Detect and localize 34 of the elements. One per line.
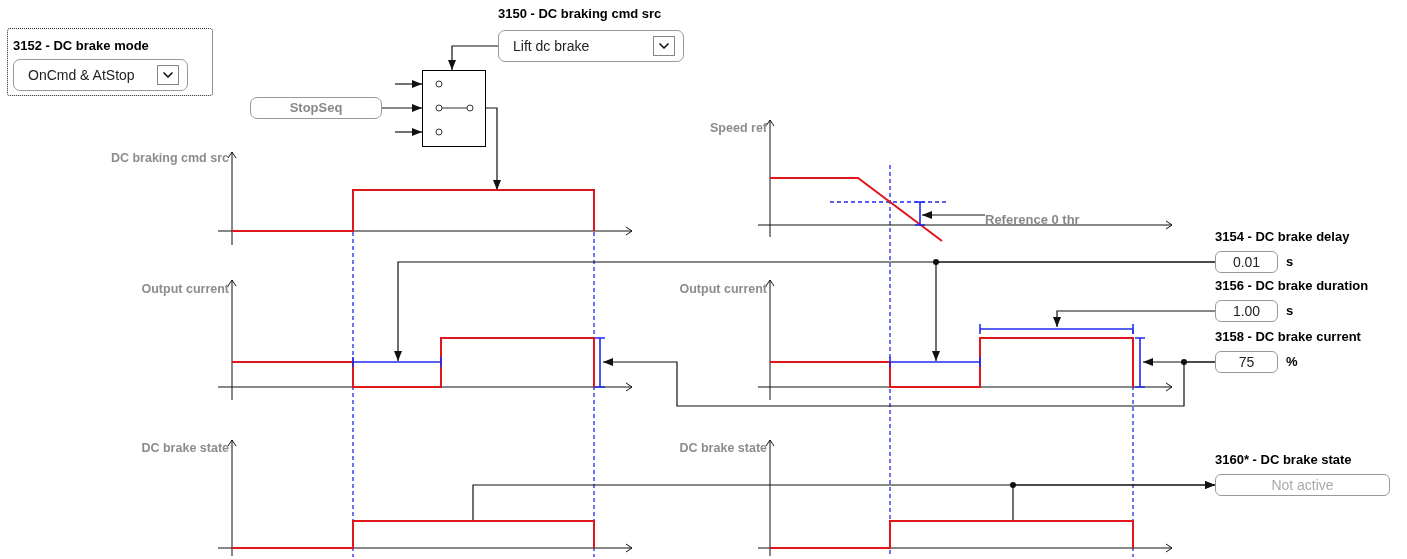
arrow (921, 211, 986, 219)
selected-value: OnCmd & AtStop (28, 65, 135, 85)
parameter-label: 3158 - DC brake current (1215, 329, 1361, 345)
axis-label: Output current (141, 281, 229, 297)
axis-label: Speed ref (710, 120, 767, 136)
unit-label: s (1286, 302, 1294, 321)
value-field: 75 (1215, 351, 1278, 373)
signal-source-box: StopSeq (250, 97, 382, 119)
parameter-label: 3160* - DC brake state (1215, 452, 1352, 468)
arrow (1012, 481, 1216, 522)
arrow (1053, 310, 1216, 328)
axis-label: DC brake state (141, 440, 229, 456)
arrow (394, 128, 423, 136)
value-field: Not active (1215, 474, 1390, 496)
arrow (381, 104, 423, 112)
parameter-label: 3156 - DC brake duration (1215, 278, 1369, 294)
arrow (485, 107, 501, 191)
selected-value: Lift dc brake (513, 36, 590, 56)
value-field: 0.01 (1215, 251, 1278, 273)
arrow (448, 45, 499, 71)
axis-label: DC brake state (679, 440, 767, 456)
parameter-label: 3154 - DC brake delay (1215, 229, 1350, 245)
selector-switch (422, 70, 486, 147)
axis-label: DC braking cmd src (110, 150, 229, 166)
arrow (932, 261, 1216, 362)
unit-label: s (1286, 253, 1294, 272)
signal-label: Reference 0 thr (985, 212, 1080, 227)
unit-label: % (1286, 353, 1298, 372)
parameter-label: 3150 - DC braking cmd src (498, 6, 662, 22)
axis-label: Output current (679, 281, 767, 297)
arrow (394, 80, 423, 88)
parameter-label: 3152 - DC brake mode (13, 38, 149, 54)
arrow (602, 358, 1216, 407)
value-field: 1.00 (1215, 300, 1278, 322)
